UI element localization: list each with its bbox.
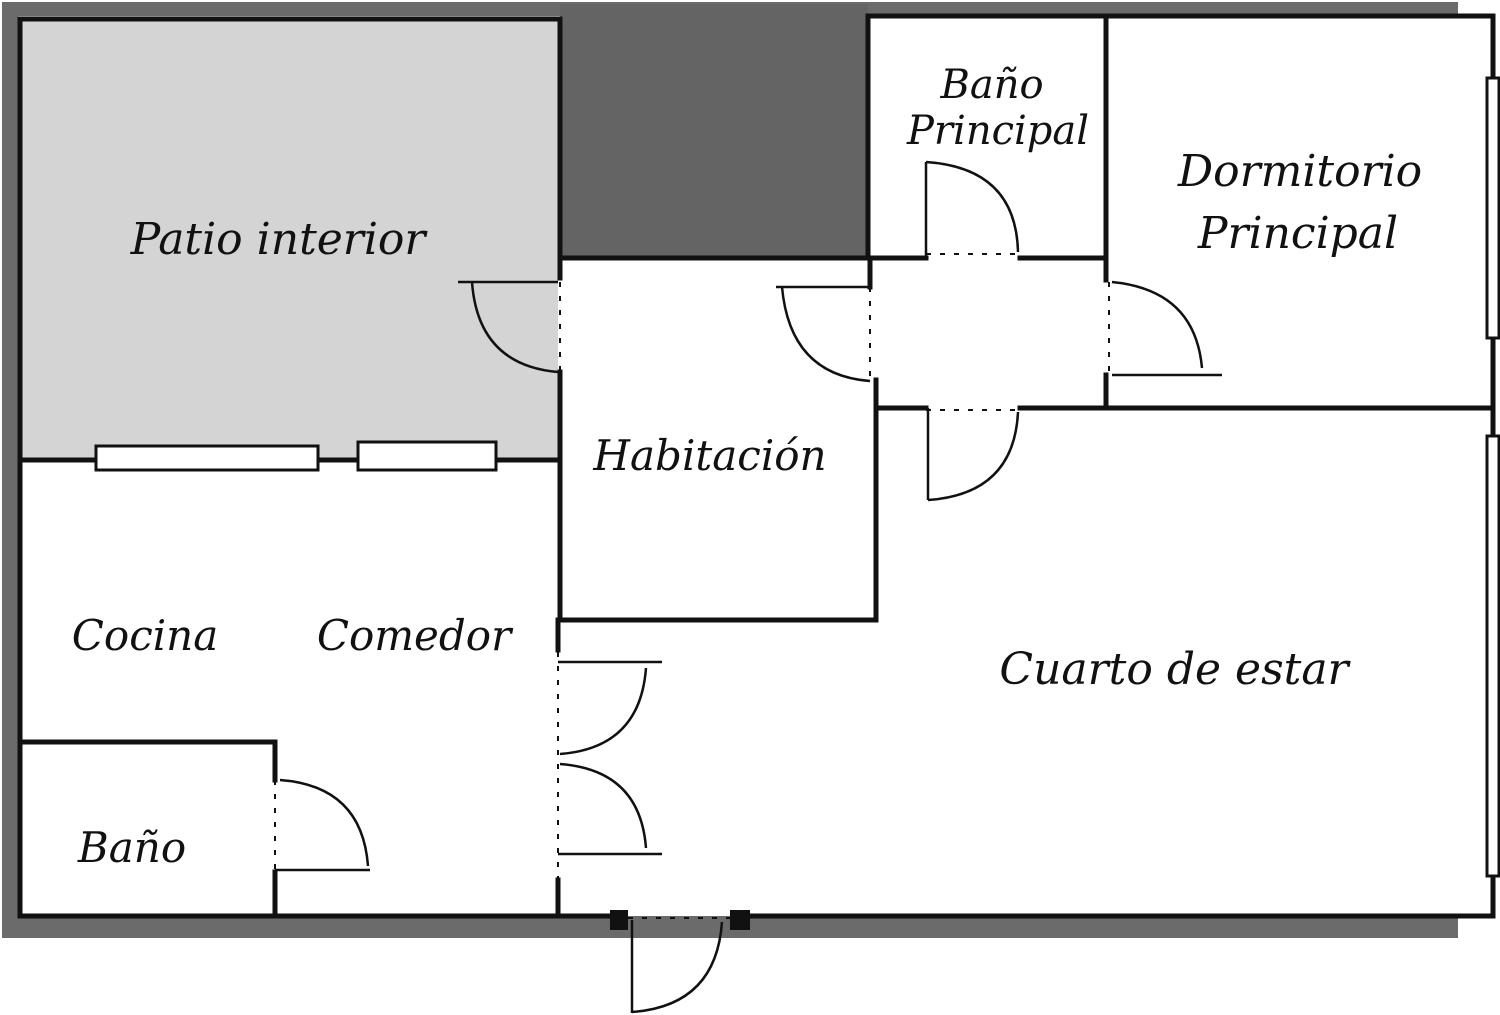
entrance-post-right (730, 910, 750, 930)
window-right-lower (1485, 434, 1500, 878)
window-patio-1 (94, 444, 320, 472)
label-cuarto-de-estar: Cuarto de estar (999, 644, 1351, 695)
label-bano: Baño (77, 823, 186, 872)
dark-void (560, 4, 868, 258)
label-patio-interior: Patio interior (130, 214, 429, 265)
label-comedor: Comedor (317, 611, 514, 660)
label-bano-principal-line2: Principal (906, 108, 1089, 154)
label-habitacion: Habitación (592, 431, 826, 480)
label-dormitorio-line2: Principal (1197, 208, 1398, 259)
patio-fill (20, 19, 558, 459)
label-dormitorio-line1: Dormitorio (1177, 146, 1422, 197)
window-right-upper (1485, 76, 1500, 340)
label-bano-principal-line1: Baño (939, 62, 1043, 108)
label-cocina: Cocina (72, 611, 218, 660)
window-patio-2 (356, 440, 498, 472)
entrance-post-left (610, 910, 628, 930)
upper-right-base (868, 16, 1492, 408)
doors (274, 160, 1222, 1014)
